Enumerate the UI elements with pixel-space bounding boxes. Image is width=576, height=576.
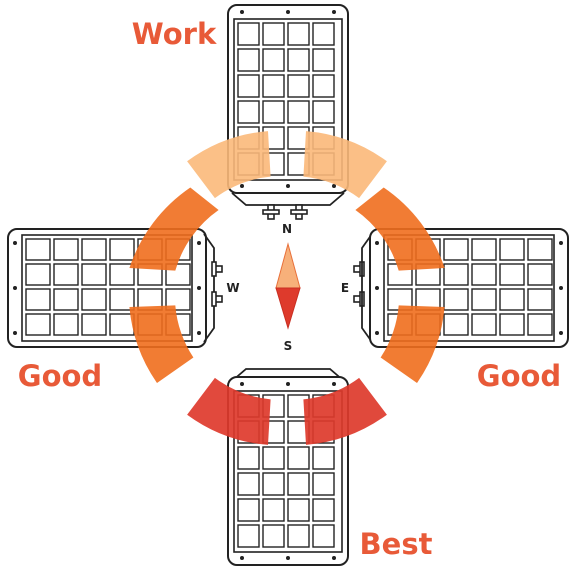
arc-west-good — [129, 187, 219, 383]
solar-panel-north — [227, 4, 349, 220]
compass-north-label: N — [282, 222, 292, 236]
solar-panel-east — [353, 228, 569, 348]
compass-west-label: W — [226, 281, 239, 295]
compass-south-label: S — [284, 339, 293, 353]
compass-needle-icon — [275, 242, 301, 330]
rating-label-north: Work — [132, 17, 217, 51]
rating-label-east: Good — [477, 359, 561, 393]
arc-north-work — [187, 131, 387, 199]
solar-panel-west — [7, 228, 223, 348]
arc-east-good — [355, 187, 445, 383]
compass-east-label: E — [341, 281, 349, 295]
solar-panel-south — [227, 368, 349, 566]
arc-south-best — [187, 377, 387, 445]
rating-label-west: Good — [18, 359, 102, 393]
rating-label-south: Best — [360, 527, 433, 561]
